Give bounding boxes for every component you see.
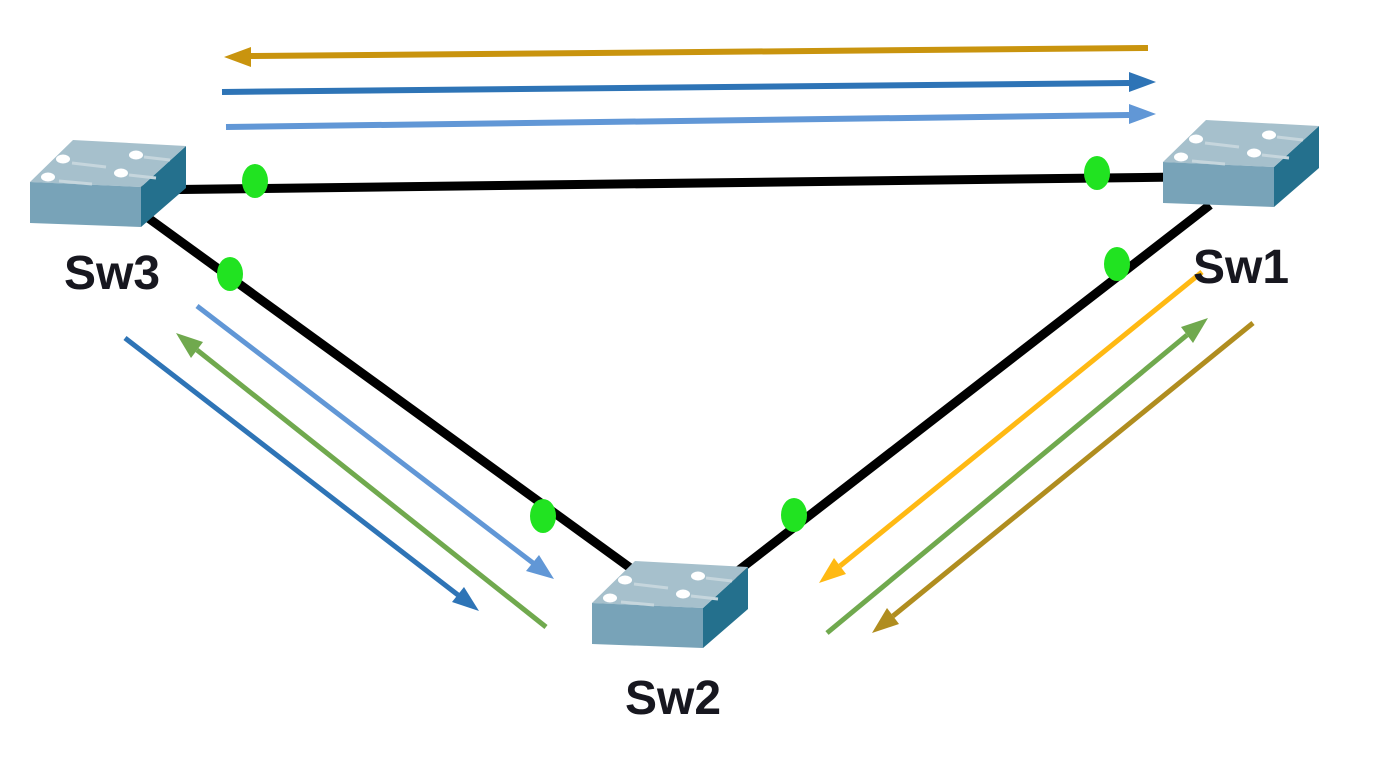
traffic-arrow-top-toward-sw1-dark-blue xyxy=(221,72,1156,95)
arrowhead-icon xyxy=(176,333,203,358)
traffic-arrow-shaft xyxy=(838,270,1204,568)
traffic-arrow-shaft xyxy=(195,348,548,629)
link-sw3-sw1 xyxy=(139,172,1181,195)
traffic-arrow-shaft xyxy=(221,80,1130,95)
port-status-indicator-sw2-to-sw1 xyxy=(781,498,807,532)
traffic-arrow-right-toward-sw2-dark-gold xyxy=(872,321,1255,633)
traffic-arrow-left-toward-sw2-light-blue xyxy=(195,304,554,579)
traffic-arrow-shaft xyxy=(225,112,1130,130)
port-status-indicator-sw1-to-sw2 xyxy=(1104,247,1130,281)
link-sw3-sw2 xyxy=(137,208,643,579)
arrowhead-icon xyxy=(1129,104,1156,124)
port-status-indicator-sw1-to-sw3 xyxy=(1084,156,1110,190)
device-sw1[interactable] xyxy=(1161,118,1321,209)
arrowhead-icon xyxy=(872,608,899,633)
traffic-arrow-right-toward-sw1-green xyxy=(825,318,1208,635)
device-label-sw1: Sw1 xyxy=(1193,241,1289,294)
arrowhead-icon xyxy=(452,587,479,611)
traffic-arrow-left-toward-sw2-dark-blue xyxy=(123,336,479,611)
port-status-indicator-sw3-to-sw1 xyxy=(242,164,268,198)
arrowhead-icon xyxy=(526,555,554,579)
arrowhead-icon xyxy=(224,47,251,67)
traffic-arrow-top-toward-sw1-light-blue xyxy=(225,104,1156,130)
traffic-arrow-shaft xyxy=(825,333,1189,635)
traffic-arrow-shaft xyxy=(250,45,1149,59)
device-label-sw3: Sw3 xyxy=(64,247,160,300)
link-sw1-sw2 xyxy=(727,201,1213,581)
arrowhead-icon xyxy=(1181,318,1208,343)
port-status-indicator-sw2-to-sw3 xyxy=(530,499,556,533)
device-sw3[interactable] xyxy=(28,138,188,229)
device-label-sw2: Sw2 xyxy=(625,672,721,725)
traffic-arrow-shaft xyxy=(123,336,460,597)
traffic-arrow-left-toward-sw3-green xyxy=(176,333,548,629)
traffic-arrow-shaft xyxy=(891,321,1255,618)
arrowhead-icon xyxy=(1129,72,1156,92)
arrowhead-icon xyxy=(819,558,846,583)
port-status-indicator-sw3-to-sw2 xyxy=(217,257,243,291)
device-sw2[interactable] xyxy=(590,559,750,650)
traffic-arrow-shaft xyxy=(195,304,535,565)
traffic-arrow-right-toward-sw2-orange xyxy=(819,270,1204,583)
traffic-arrow-top-toward-sw3 xyxy=(224,45,1149,67)
